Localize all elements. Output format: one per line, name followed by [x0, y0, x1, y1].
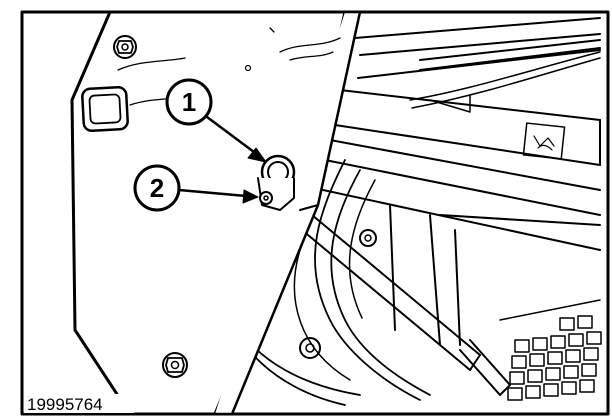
panel-bolt-top	[113, 35, 137, 59]
retainer-bolt	[259, 191, 273, 205]
callout-2-arrowhead	[242, 189, 259, 204]
callout-2	[133, 164, 259, 212]
figure-id: 19995764	[27, 395, 103, 414]
callout-1-arrowhead	[247, 147, 267, 163]
callout-2-circle	[133, 164, 181, 212]
access-opening	[81, 86, 129, 132]
side-panel-plate	[70, 10, 362, 416]
figure-id-background	[24, 394, 134, 413]
callout-1-number: 1	[182, 87, 196, 117]
callout-1-leader	[205, 115, 260, 157]
callout-1-circle	[165, 78, 213, 126]
callout-1	[165, 78, 267, 163]
panel-bolt-bottom	[162, 352, 188, 378]
frame-structure	[239, 17, 602, 406]
callout-2-number: 2	[150, 173, 164, 203]
callout-2-leader	[177, 188, 248, 198]
